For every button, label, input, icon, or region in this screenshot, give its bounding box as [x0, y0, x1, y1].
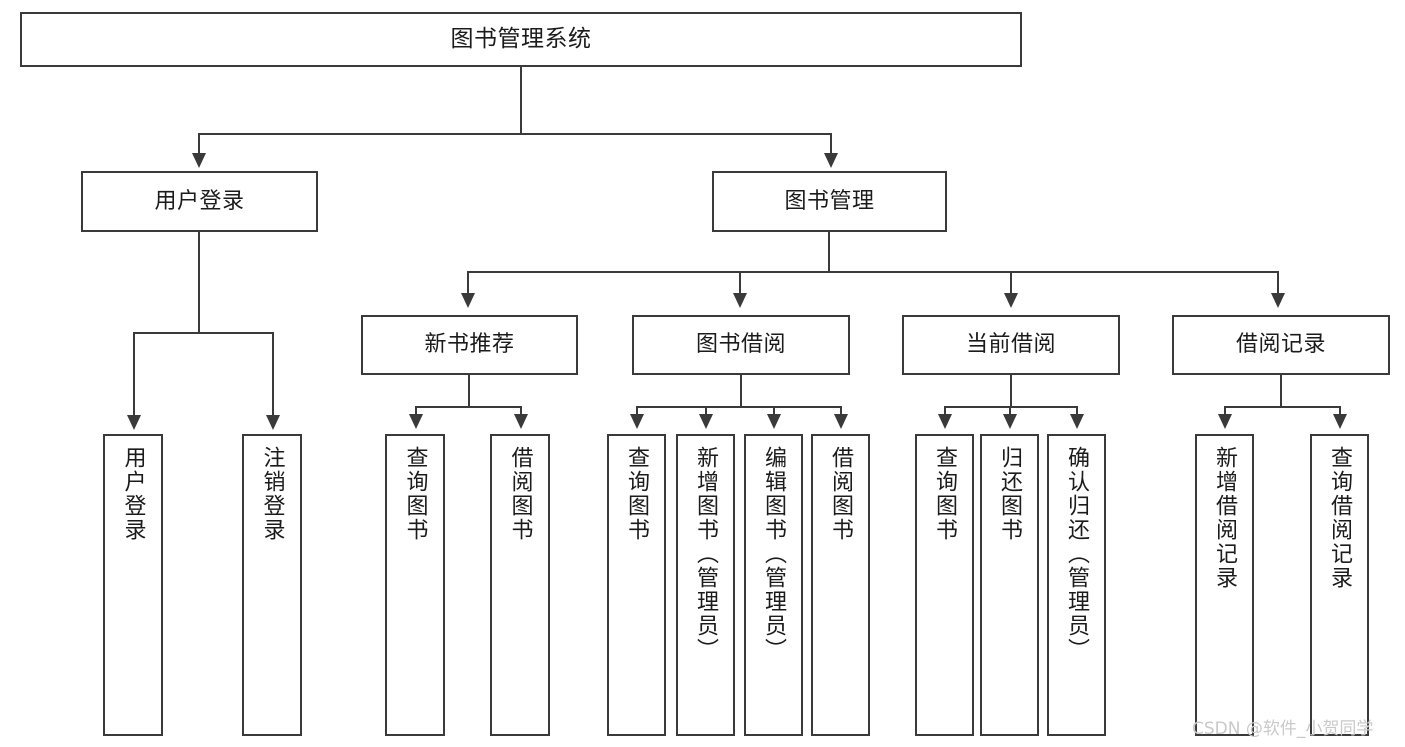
node-label: 图书借阅: [695, 332, 786, 358]
connector-nbr-drop-1: [415, 406, 417, 416]
connector-bm-drop-2: [739, 271, 741, 295]
arrow-bm-to-current-borrow: [1004, 293, 1018, 308]
node-label: 用户登录: [154, 188, 245, 214]
leaf-nbr-query-book[interactable]: 查询图书: [385, 434, 445, 736]
node-label: 新书推荐: [424, 332, 515, 358]
connector-book-management-stem: [828, 232, 830, 273]
connector-bb-drop-3: [773, 406, 775, 416]
arrow-user-login-leaf-1: [127, 415, 141, 430]
connector-cb-drop-3: [1076, 406, 1078, 416]
node-label: 用户登录: [120, 446, 146, 542]
connector-nbr-stem: [468, 375, 470, 408]
node-label: 图书管理: [784, 188, 875, 214]
node-label: 归还图书: [997, 446, 1023, 542]
connector-user-login-bar: [133, 332, 274, 334]
arrow-bb-leaf-4: [834, 414, 848, 429]
node-new-book-recommend[interactable]: 新书推荐: [361, 315, 578, 375]
leaf-user-login-signin[interactable]: 用户登录: [103, 434, 163, 736]
arrow-bb-leaf-2: [699, 414, 713, 429]
connector-br-stem: [1280, 375, 1282, 408]
arrow-nbr-leaf-2: [514, 414, 528, 429]
leaf-bb-edit-book-admin[interactable]: 编辑图书（管理员）: [744, 434, 803, 736]
connector-root-bar: [198, 133, 832, 135]
csdn-watermark: CSDN @软件_小贺同学: [1192, 719, 1374, 739]
connector-cb-stem: [1010, 375, 1012, 408]
node-label: 查询图书: [402, 446, 428, 542]
connector-bb-stem: [740, 375, 742, 408]
leaf-user-login-signout[interactable]: 注销登录: [242, 434, 302, 736]
node-label: 查询借阅记录: [1327, 446, 1353, 590]
node-label: 当前借阅: [965, 332, 1056, 358]
arrow-bb-leaf-1: [630, 414, 644, 429]
connector-bb-bar: [636, 406, 842, 408]
connector-br-drop-1: [1224, 406, 1226, 416]
node-label: 查询图书: [932, 446, 958, 542]
node-user-login[interactable]: 用户登录: [81, 171, 318, 232]
leaf-br-add-record[interactable]: 新增借阅记录: [1195, 434, 1254, 736]
arrow-cb-leaf-1: [938, 414, 952, 429]
connector-root-to-user-login: [198, 133, 200, 155]
node-book-management[interactable]: 图书管理: [712, 171, 947, 232]
node-label: 确认归还（管理员）: [1064, 446, 1090, 662]
node-label: 新增借阅记录: [1212, 446, 1238, 590]
connector-nbr-drop-2: [520, 406, 522, 416]
connector-bb-drop-1: [636, 406, 638, 416]
node-current-borrow[interactable]: 当前借阅: [902, 315, 1120, 375]
leaf-bb-borrow-book[interactable]: 借阅图书: [811, 434, 870, 736]
arrow-cb-leaf-3: [1070, 414, 1084, 429]
connector-bm-drop-3: [1010, 271, 1012, 295]
arrow-user-login-leaf-2: [266, 415, 280, 430]
arrow-bm-to-new-book-recommend: [461, 293, 475, 308]
node-label: 编辑图书（管理员）: [761, 446, 787, 662]
leaf-nbr-borrow-book[interactable]: 借阅图书: [490, 434, 550, 736]
connector-root-to-book-management: [830, 133, 832, 155]
arrow-br-leaf-2: [1333, 414, 1347, 429]
connector-user-login-drop-2: [272, 332, 274, 418]
node-label: 查询图书: [624, 446, 650, 542]
connector-user-login-stem: [198, 232, 200, 334]
connector-book-management-bar: [467, 271, 1278, 273]
node-label: 借阅图书: [507, 446, 533, 542]
node-borrow-record[interactable]: 借阅记录: [1172, 315, 1390, 375]
node-label: 借阅记录: [1235, 332, 1326, 358]
connector-nbr-bar: [415, 406, 522, 408]
connector-cb-drop-1: [944, 406, 946, 416]
arrow-root-to-book-management: [824, 153, 838, 168]
leaf-cb-confirm-return-admin[interactable]: 确认归还（管理员）: [1047, 434, 1106, 736]
arrow-nbr-leaf-1: [409, 414, 423, 429]
connector-bm-drop-1: [467, 271, 469, 295]
arrow-root-to-user-login: [192, 153, 206, 168]
connector-br-drop-2: [1339, 406, 1341, 416]
connector-br-bar: [1224, 406, 1341, 408]
leaf-br-query-record[interactable]: 查询借阅记录: [1310, 434, 1369, 736]
leaf-cb-return-book[interactable]: 归还图书: [980, 434, 1039, 736]
leaf-bb-query-book[interactable]: 查询图书: [607, 434, 666, 736]
leaf-cb-query-book[interactable]: 查询图书: [915, 434, 974, 736]
node-root-book-management-system[interactable]: 图书管理系统: [20, 12, 1022, 67]
connector-user-login-drop-1: [133, 332, 135, 418]
arrow-bb-leaf-3: [767, 414, 781, 429]
connector-bb-drop-4: [840, 406, 842, 416]
node-label: 注销登录: [259, 446, 285, 542]
connector-cb-drop-2: [1009, 406, 1011, 416]
node-book-borrow[interactable]: 图书借阅: [632, 315, 850, 375]
arrow-bm-to-book-borrow: [733, 293, 747, 308]
arrow-bm-to-borrow-record: [1271, 293, 1285, 308]
node-label: 图书管理系统: [450, 25, 592, 52]
connector-root-stem: [520, 67, 522, 135]
connector-bb-drop-2: [705, 406, 707, 416]
connector-bm-drop-4: [1277, 271, 1279, 295]
leaf-bb-add-book-admin[interactable]: 新增图书（管理员）: [676, 434, 735, 736]
node-label: 新增图书（管理员）: [693, 446, 719, 662]
arrow-cb-leaf-2: [1003, 414, 1017, 429]
node-label: 借阅图书: [828, 446, 854, 542]
arrow-br-leaf-1: [1218, 414, 1232, 429]
